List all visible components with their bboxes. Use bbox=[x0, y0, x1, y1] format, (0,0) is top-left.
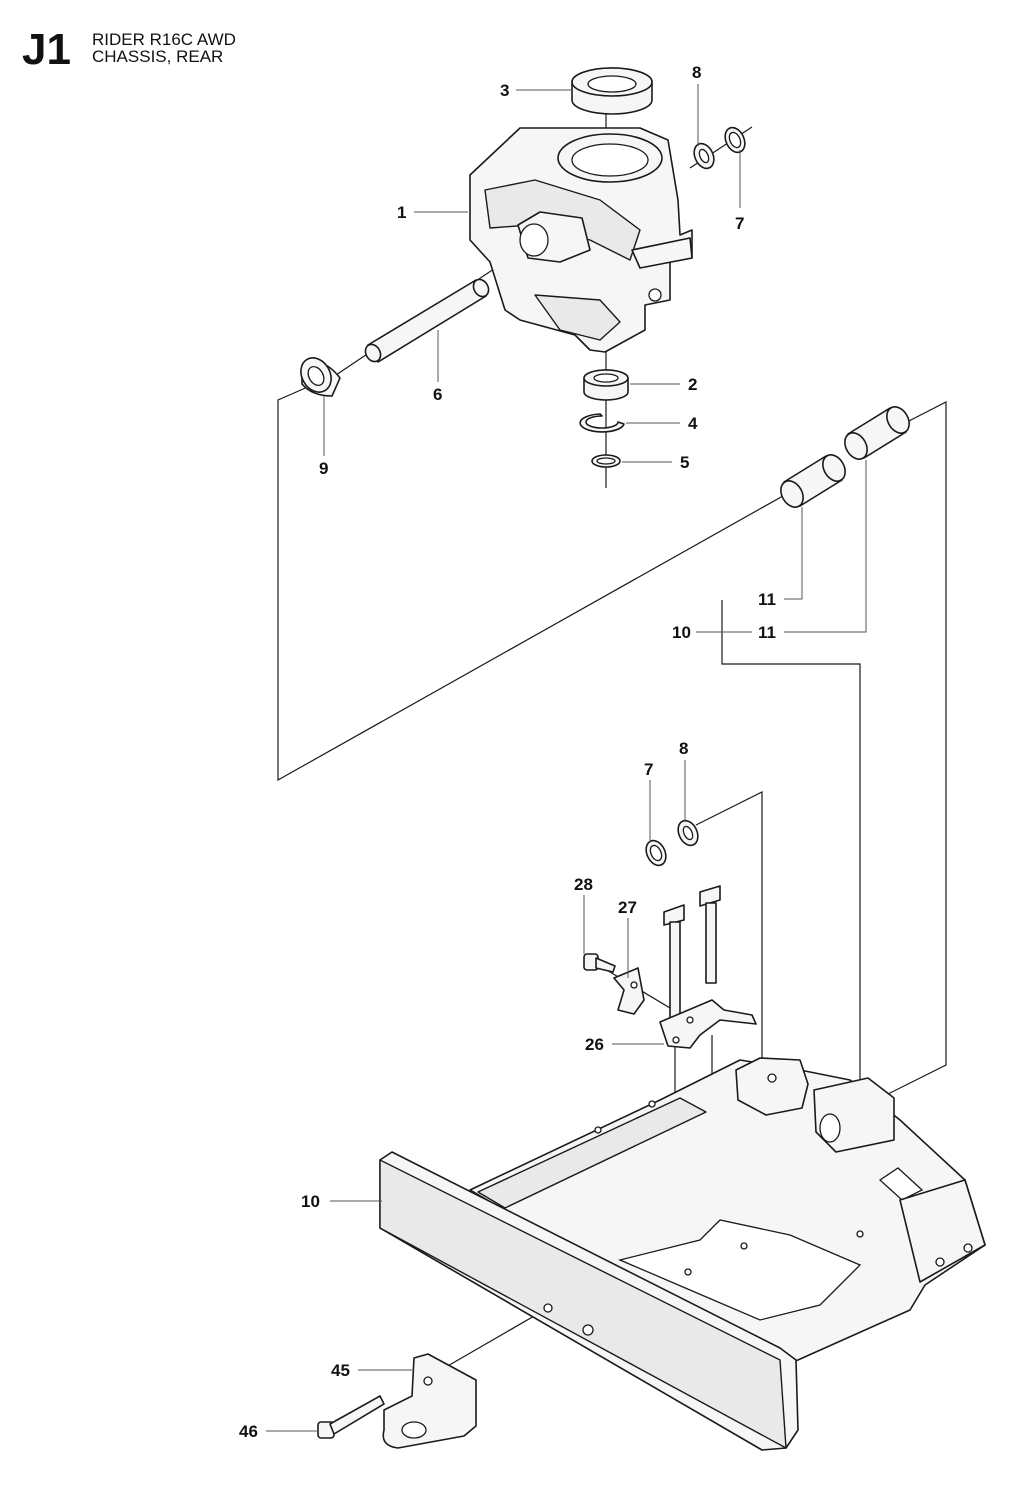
part-7-circlip-top bbox=[724, 126, 746, 154]
title-line-section: CHASSIS, REAR bbox=[92, 47, 224, 66]
callout-45: 45 bbox=[331, 1361, 350, 1380]
part-28-screw bbox=[583, 953, 616, 973]
callout-2: 2 bbox=[688, 375, 697, 394]
title-line-model: RIDER R16C AWD bbox=[92, 30, 236, 49]
part-7-circlip-lower bbox=[645, 839, 667, 867]
part-10-chassis-frame bbox=[379, 1057, 986, 1451]
callout-6: 6 bbox=[433, 385, 442, 404]
callout-10-lower: 10 bbox=[301, 1192, 320, 1211]
callout-27: 27 bbox=[618, 898, 637, 917]
callout-8-lower: 8 bbox=[679, 739, 688, 758]
part-6-pivot-pin bbox=[364, 278, 490, 363]
callout-labels: 3 8 1 7 6 2 4 5 9 11 10 11 7 8 28 27 26 … bbox=[239, 63, 776, 1441]
part-1-pivot-housing bbox=[469, 127, 693, 353]
callout-28: 28 bbox=[574, 875, 593, 894]
part-8-washer-top bbox=[693, 142, 715, 170]
callout-5: 5 bbox=[680, 453, 689, 472]
diagram-code: J1 bbox=[22, 25, 71, 74]
part-26-bracket bbox=[659, 999, 757, 1049]
part-11-bushing-right bbox=[844, 406, 910, 460]
callout-26: 26 bbox=[585, 1035, 604, 1054]
part-5-ring bbox=[591, 454, 621, 468]
part-45-hitch-bracket bbox=[382, 1353, 477, 1449]
part-8-washer-lower bbox=[677, 819, 699, 847]
leader-lines bbox=[266, 84, 867, 1432]
callout-10-upper: 10 bbox=[672, 623, 691, 642]
callout-3: 3 bbox=[500, 81, 509, 100]
part-27-clip bbox=[613, 967, 645, 1015]
callout-1: 1 bbox=[397, 203, 406, 222]
callout-8-top: 8 bbox=[692, 63, 701, 82]
callout-46: 46 bbox=[239, 1422, 258, 1441]
callout-4: 4 bbox=[688, 414, 698, 433]
bolt-right bbox=[699, 885, 721, 984]
part-46-hitch-bolt bbox=[317, 1395, 385, 1439]
part-9-bushing bbox=[300, 357, 341, 397]
callout-7-lower: 7 bbox=[644, 760, 653, 779]
part-3-seal bbox=[571, 67, 653, 115]
diagram-title: RIDER R16C AWD CHASSIS, REAR bbox=[92, 31, 236, 65]
part-4-circlip bbox=[579, 413, 625, 433]
callout-11-lower: 11 bbox=[758, 623, 776, 642]
part-2-bearing bbox=[583, 369, 629, 401]
callout-7-top: 7 bbox=[735, 214, 744, 233]
callout-11-upper: 11 bbox=[758, 590, 776, 609]
part-11-bushing-left bbox=[780, 454, 846, 508]
callout-9: 9 bbox=[319, 459, 328, 478]
